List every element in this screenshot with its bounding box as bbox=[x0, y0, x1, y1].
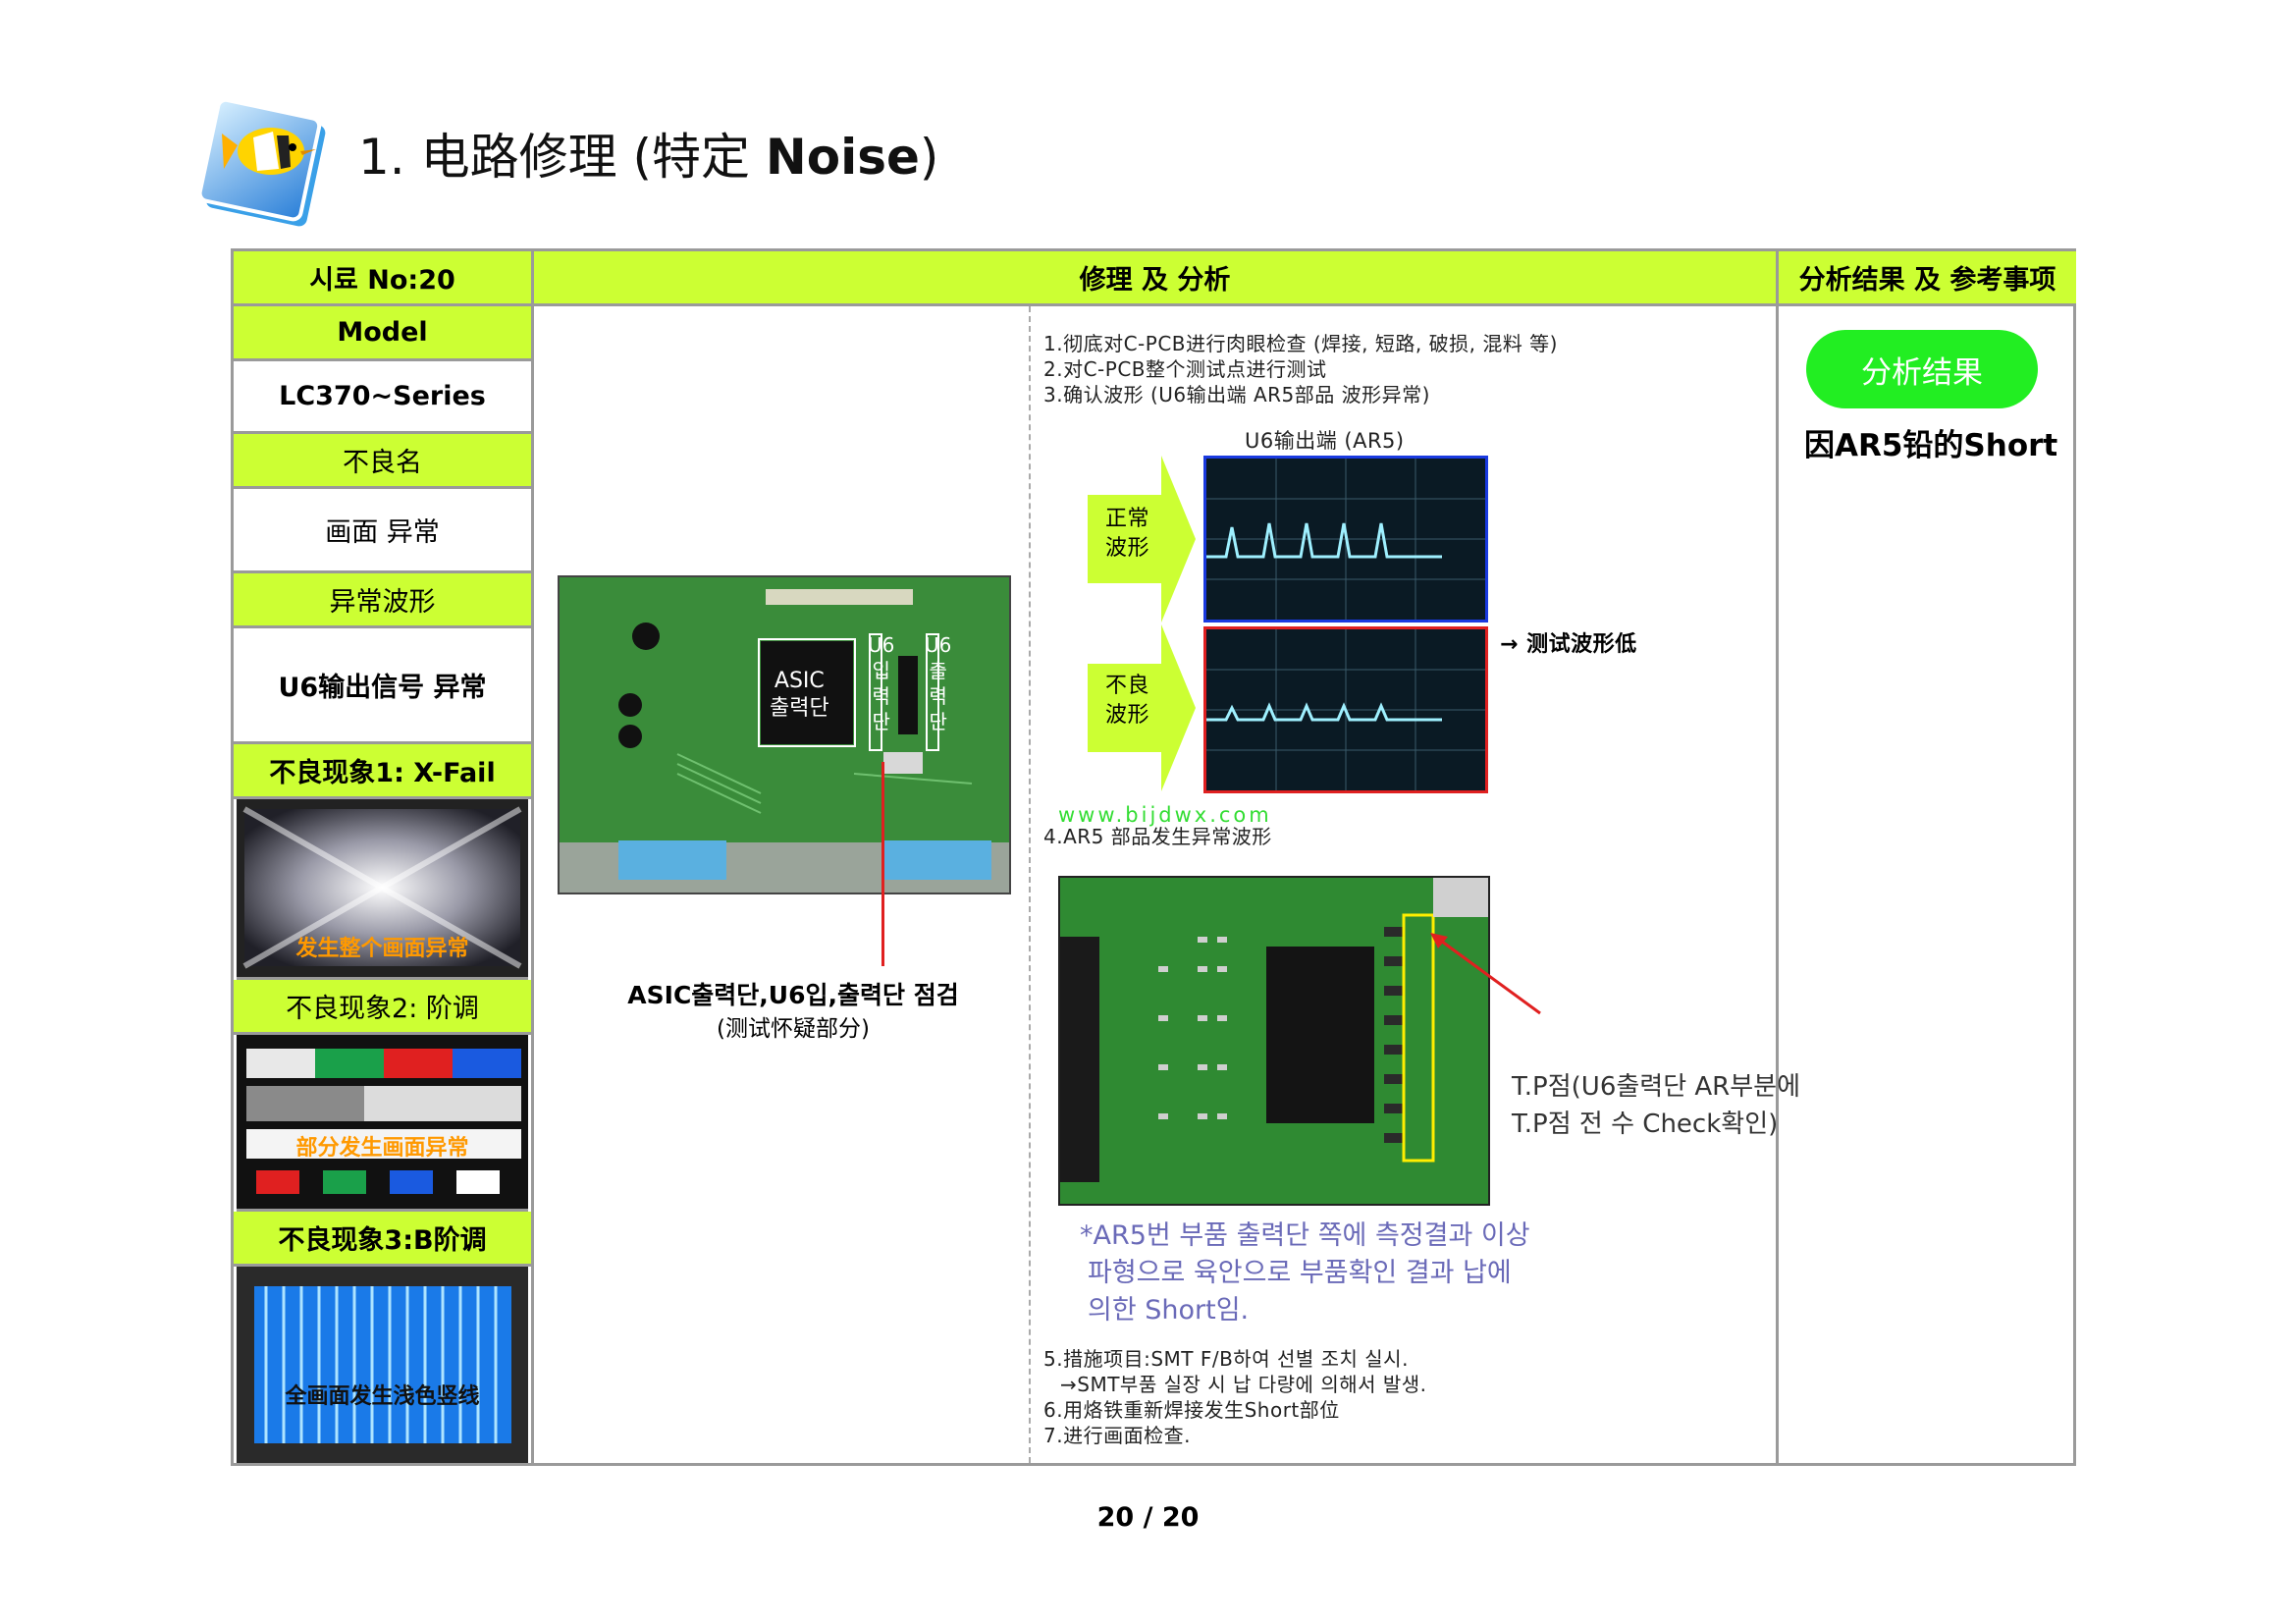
step-7: 7.进行画面检查. bbox=[1043, 1424, 1191, 1447]
analysis-result-button[interactable]: 分析结果 bbox=[1806, 330, 2038, 408]
kr-note-line1: *AR5번 부품 출력단 쪽에 측정결과 이상 bbox=[1080, 1220, 1530, 1251]
model-label: Model bbox=[234, 306, 531, 361]
defect-value: 画面 异常 bbox=[234, 489, 531, 573]
page-title: 1. 电路修理 (特定 Noise) bbox=[358, 129, 939, 186]
page-number: 20 / 20 bbox=[1096, 1502, 1200, 1533]
pointer-arrow-icon bbox=[1430, 933, 1541, 1015]
phenomenon3-photo: 全画面发生浅色竖线 bbox=[237, 1267, 528, 1463]
step-3: 3.确认波形 (U6输出端 AR5部品 波形异常) bbox=[1043, 383, 1430, 406]
kr-note-line3: 의한 Short임. bbox=[1088, 1295, 1250, 1326]
phenomenon1-label: 不良现象1: X-Fail bbox=[234, 744, 531, 799]
normal-waveform-photo bbox=[1203, 456, 1488, 623]
bad-arrow-icon bbox=[1088, 624, 1196, 791]
watermark: www.bijdwx.com bbox=[1058, 803, 1272, 827]
header-sample-no: 시료 No:20 bbox=[234, 251, 534, 306]
normal-arrow-icon bbox=[1088, 456, 1196, 623]
fish-logo-icon bbox=[197, 97, 326, 227]
bad-waveform-photo bbox=[1203, 626, 1488, 793]
c-pcb-photo: ASIC 출력단 U6 입 력 단 U6 출 력 단 bbox=[558, 575, 1011, 894]
phenomenon2-caption: 部分发生画面异常 bbox=[295, 1136, 469, 1161]
header-result: 分析结果 及 参考事项 bbox=[1779, 251, 2076, 306]
phenomenon1-caption: 发生整个画面异常 bbox=[295, 937, 469, 961]
phenomenon3-caption: 全画面发生浅色竖线 bbox=[285, 1384, 480, 1409]
analysis-result-text: 因AR5铅的Short bbox=[1804, 428, 2058, 463]
step-6: 6.用烙铁重新焊接发生Short部位 bbox=[1043, 1398, 1340, 1422]
dashed-divider bbox=[1029, 306, 1031, 1463]
tp-note-line2: T.P점 전 수 Check확인) bbox=[1512, 1110, 1779, 1139]
kr-note-line2: 파형으로 육안으로 부품확인 결과 납에 bbox=[1088, 1258, 1512, 1288]
low-wave-note: → 测试波形低 bbox=[1500, 632, 1637, 657]
ar5-pcb-photo bbox=[1058, 876, 1490, 1206]
waveform-value: U6输出信号 异常 bbox=[234, 628, 531, 744]
pointer-line bbox=[881, 762, 884, 966]
step-2: 2.对C-PCB整个测试点进行测试 bbox=[1043, 357, 1327, 381]
board-sub-caption: (测试怀疑部分) bbox=[717, 1016, 870, 1042]
phenomenon3-label: 不良现象3:B阶调 bbox=[234, 1212, 531, 1267]
tp-note-line1: T.P점(U6출력단 AR부분에 bbox=[1512, 1072, 1801, 1102]
phenomenon2-photo: 部分发生画面异常 bbox=[237, 1035, 528, 1212]
waveform-label: 异常波形 bbox=[234, 573, 531, 628]
step-1: 1.彻底对C-PCB进行肉眼检查 (焊接, 短路, 破损, 混料 等) bbox=[1043, 332, 1558, 355]
u6-output-label: U6 출 력 단 bbox=[925, 633, 952, 733]
wave-title: U6输出端 (AR5) bbox=[1245, 429, 1405, 453]
normal-wave-label: 正常 波形 bbox=[1105, 507, 1150, 561]
step-4: 4.AR5 部品发生异常波形 bbox=[1043, 825, 1272, 848]
step-5-detail: →SMT부품 실장 시 납 다량에 의해서 발생. bbox=[1060, 1373, 1427, 1396]
model-value: LC370~Series bbox=[234, 361, 531, 434]
repair-table: 시료 No:20 修理 及 分析 分析结果 及 参考事项 Model LC370… bbox=[231, 248, 2076, 1466]
bad-wave-label: 不良 波形 bbox=[1105, 674, 1150, 728]
phenomenon1-photo: 发生整个画面异常 bbox=[237, 799, 528, 980]
step-5: 5.措施项目:SMT F/B하여 선별 조치 실시. bbox=[1043, 1347, 1409, 1371]
header-repair-analysis: 修理 及 分析 bbox=[534, 251, 1779, 306]
defect-label: 不良名 bbox=[234, 434, 531, 489]
phenomenon2-label: 不良现象2: 阶调 bbox=[234, 980, 531, 1035]
u6-input-label: U6 입 력 단 bbox=[868, 633, 895, 733]
column-divider bbox=[1776, 306, 1779, 1463]
column-divider bbox=[531, 306, 534, 1463]
board-caption: ASIC출력단,U6입,출력단 점검 bbox=[627, 981, 959, 1009]
asic-label: ASIC 출력단 bbox=[770, 669, 829, 721]
